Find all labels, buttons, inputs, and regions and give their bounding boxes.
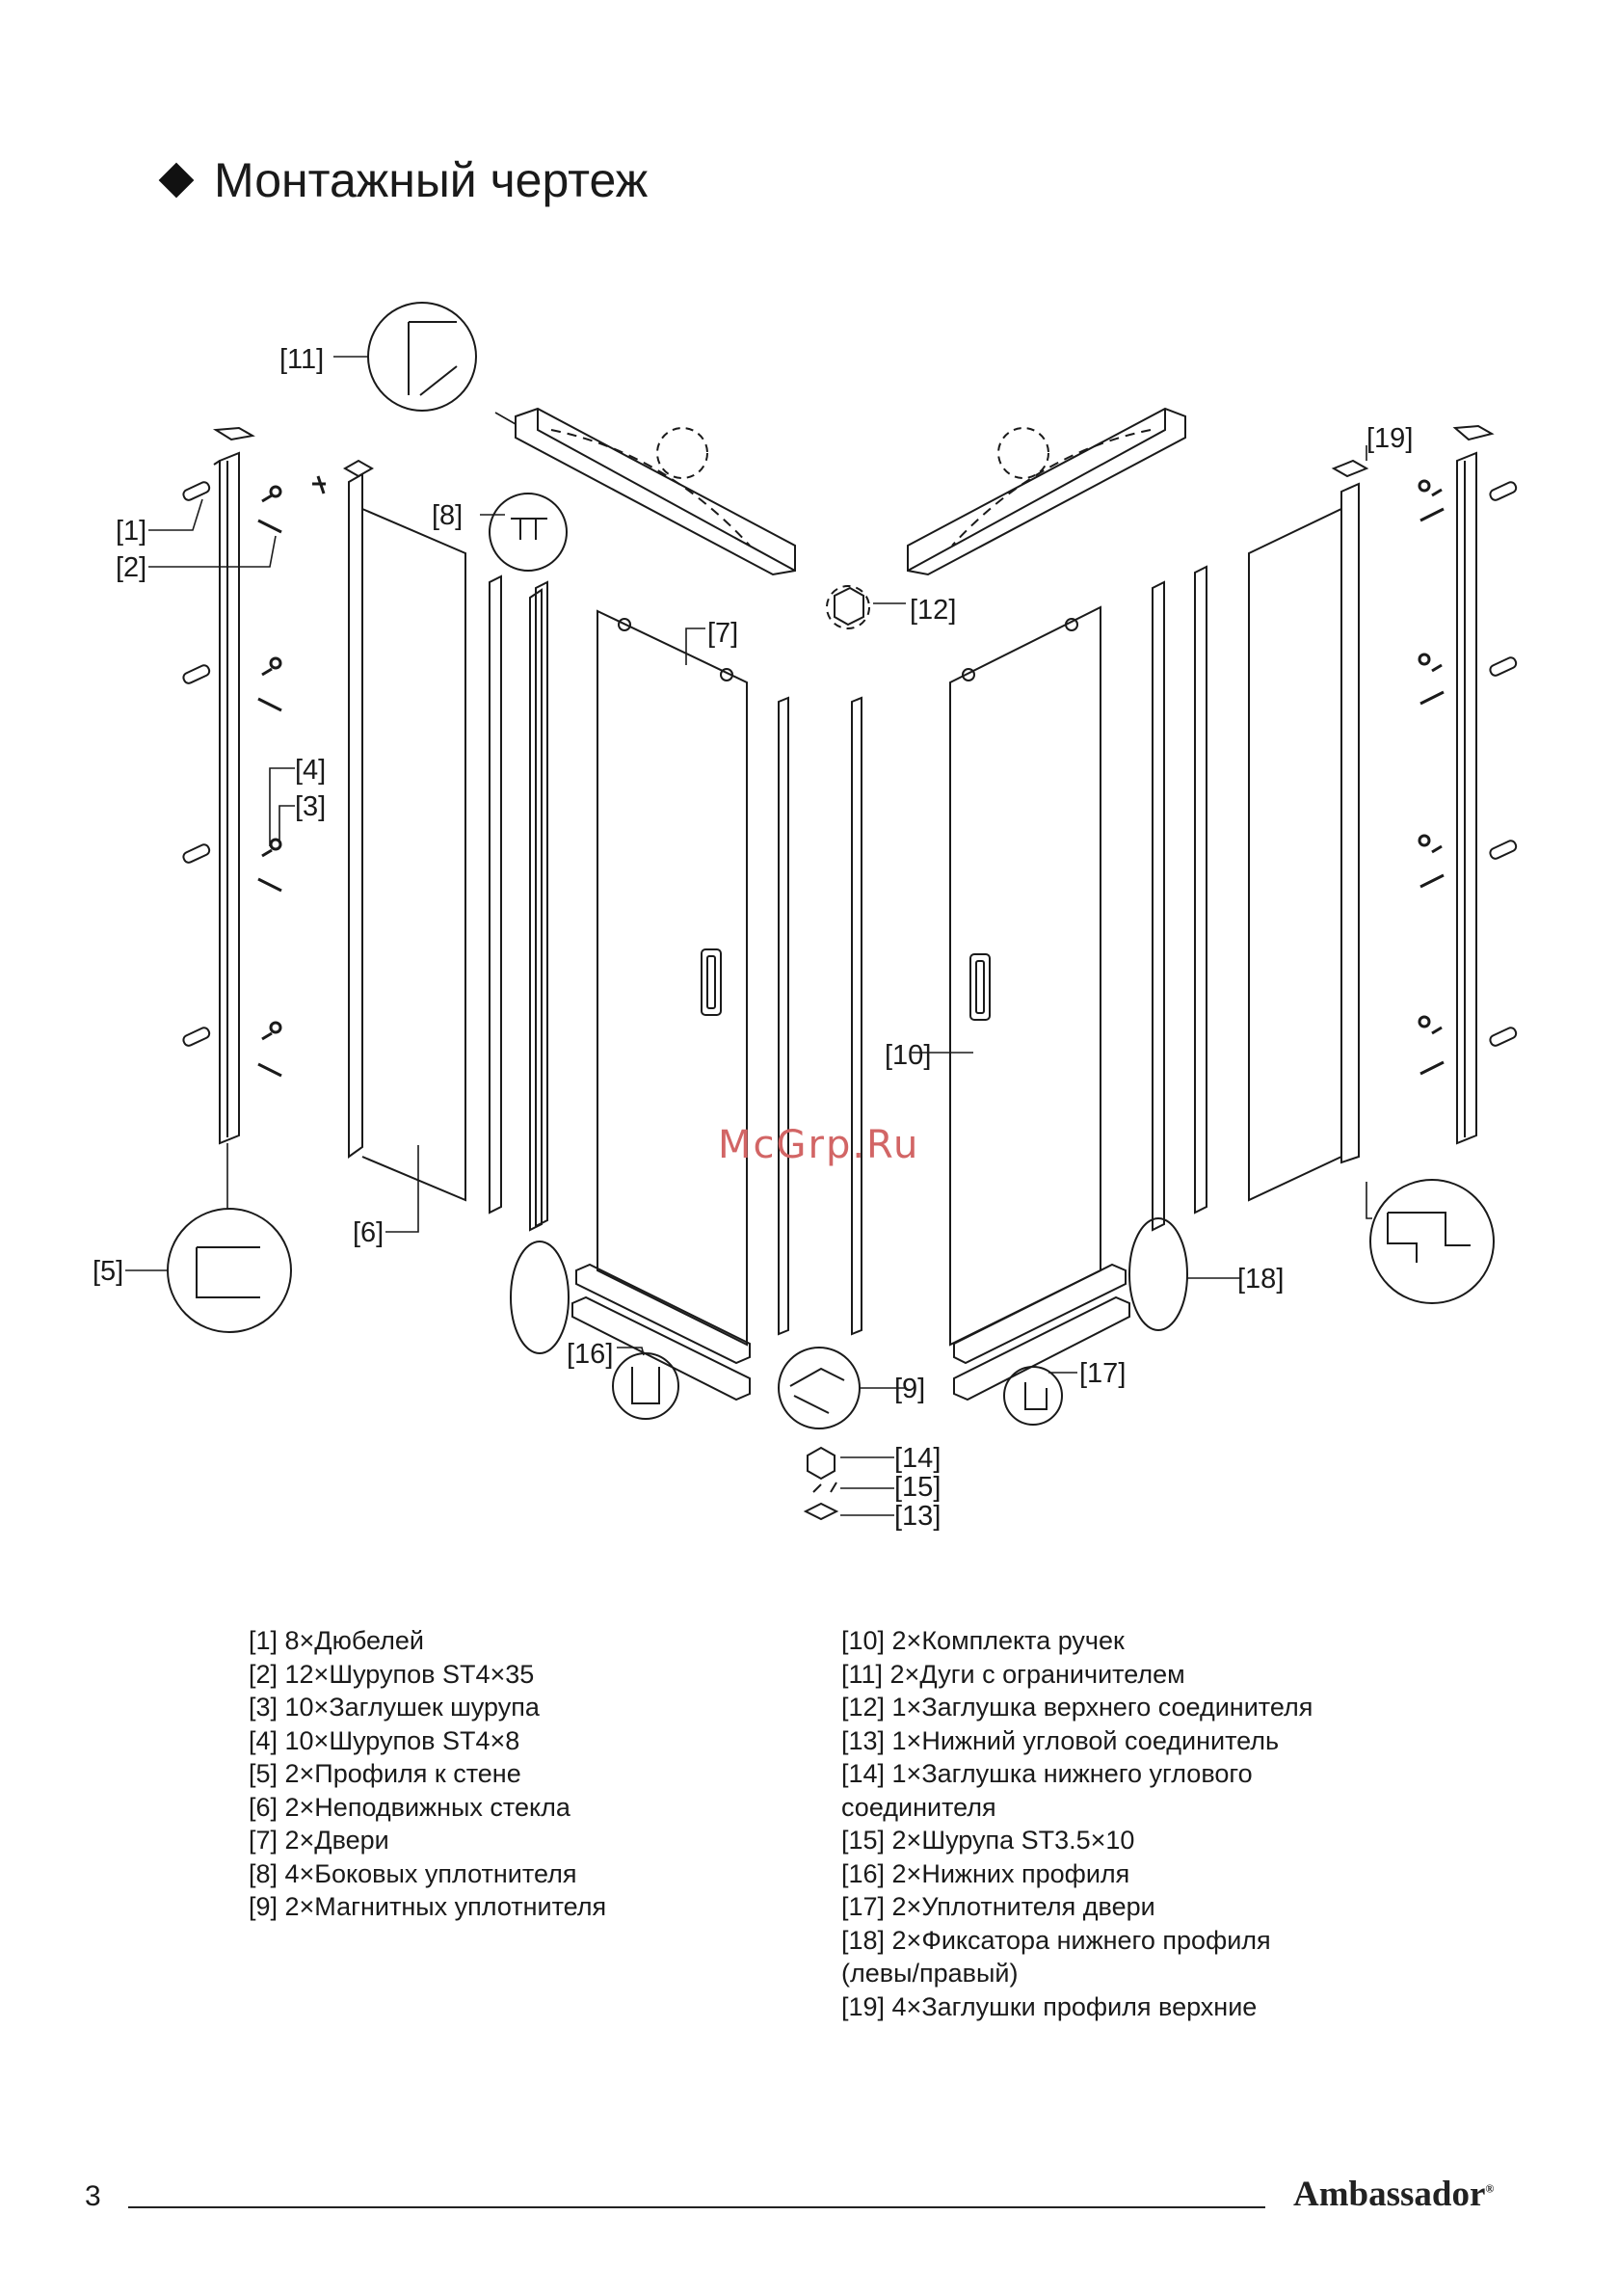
callout-15: [15] bbox=[894, 1472, 941, 1503]
right-wall-profile bbox=[1452, 424, 1495, 1145]
arc-stop-detail-right bbox=[997, 427, 1049, 479]
callout-2: [2] bbox=[116, 552, 146, 583]
assembly-diagram: [11] [1] [2] [4] [3] [8] [7] [12] [10] [… bbox=[93, 302, 1518, 1532]
legend-item: [2] 12×Шурупов ST4×35 bbox=[249, 1659, 535, 1689]
right-door bbox=[949, 605, 1101, 1347]
callout-7: [7] bbox=[707, 618, 738, 649]
wall-profile-section-detail bbox=[167, 1208, 292, 1333]
brand-logo: Ambassador® bbox=[1293, 2174, 1494, 2215]
legend-item: [14] 1×Заглушка нижнего углового bbox=[841, 1759, 1253, 1788]
left-screws bbox=[257, 475, 326, 1078]
legend-item: [16] 2×Нижних профиля bbox=[841, 1858, 1130, 1888]
brand-registered-mark: ® bbox=[1485, 2181, 1495, 2196]
legend-item: [4] 10×Шурупов ST4×8 bbox=[249, 1725, 520, 1755]
callout-14: [14] bbox=[894, 1443, 941, 1474]
legend-item: [5] 2×Профиля к стене bbox=[249, 1759, 521, 1788]
top-arc-right bbox=[907, 407, 1186, 576]
legend-item: [1] 8×Дюбелей bbox=[249, 1626, 424, 1655]
door-seal-section-detail bbox=[1003, 1366, 1063, 1426]
right-side-seals bbox=[1152, 565, 1207, 1232]
bottom-profile-right bbox=[953, 1263, 1130, 1402]
left-wall-cap bbox=[212, 426, 255, 441]
bottom-fixator-right-detail bbox=[1128, 1217, 1188, 1331]
callout-16: [16] bbox=[567, 1339, 613, 1370]
callout-1: [1] bbox=[116, 516, 146, 547]
callout-3: [3] bbox=[295, 791, 326, 822]
top-connector-detail bbox=[826, 585, 870, 629]
page-title: Монтажный чертеж bbox=[158, 152, 649, 208]
footer-rule bbox=[128, 2206, 1265, 2208]
legend-item: [3] 10×Заглушек шурупа bbox=[249, 1693, 540, 1722]
parts-legend-right: [10] 2×Комплекта ручек [11] 2×Дуги с огр… bbox=[841, 1624, 1313, 2023]
right-profile-section-detail bbox=[1369, 1179, 1495, 1304]
bottom-profile-left bbox=[571, 1263, 751, 1402]
magnetic-seals bbox=[778, 696, 862, 1336]
legend-item: [12] 1×Заглушка верхнего соединителя bbox=[841, 1693, 1313, 1722]
right-fixed-glass bbox=[1248, 482, 1360, 1202]
callout-12: [12] bbox=[910, 595, 956, 626]
legend-item: [11] 2×Дуги с ограничителем bbox=[841, 1659, 1185, 1689]
legend-item: [8] 4×Боковых уплотнителя bbox=[249, 1858, 577, 1888]
legend-item: [7] 2×Двери bbox=[249, 1826, 389, 1855]
legend-item: [13] 1×Нижний угловой соединитель bbox=[841, 1725, 1280, 1755]
callout-13: [13] bbox=[894, 1501, 941, 1532]
left-side-seals bbox=[489, 574, 548, 1232]
legend-item: [19] 4×Заглушки профиля верхние bbox=[841, 1991, 1258, 2021]
left-wall-profile bbox=[213, 451, 240, 1145]
bottom-profile-section-detail bbox=[612, 1352, 679, 1420]
callout-4: [4] bbox=[295, 755, 326, 786]
top-connector-cap bbox=[834, 586, 864, 627]
bottom-corner-parts bbox=[803, 1446, 839, 1521]
legend-item: [6] 2×Неподвижных стекла bbox=[249, 1792, 570, 1822]
left-door bbox=[597, 609, 748, 1347]
callout-18: [18] bbox=[1237, 1264, 1284, 1295]
right-screws bbox=[1418, 479, 1445, 1076]
legend-item: [10] 2×Комплекта ручек bbox=[841, 1626, 1125, 1655]
leader-lines bbox=[125, 356, 1372, 1516]
page-number: 3 bbox=[85, 2180, 101, 2212]
callout-17: [17] bbox=[1079, 1358, 1126, 1389]
parts-legend-left: [1] 8×Дюбелей [2] 12×Шурупов ST4×35 [3] … bbox=[249, 1624, 606, 1924]
page-title-text: Монтажный чертеж bbox=[214, 153, 649, 207]
left-dowels bbox=[182, 481, 211, 1047]
magnetic-seal-section-detail bbox=[778, 1347, 861, 1429]
side-seal-section-detail bbox=[489, 493, 568, 572]
callout-5: [5] bbox=[93, 1256, 123, 1287]
legend-item: [18] 2×Фиксатора нижнего профиля bbox=[841, 1925, 1271, 1955]
legend-item: соединителя bbox=[841, 1792, 996, 1822]
right-top-cap bbox=[1331, 459, 1369, 478]
bottom-fixator-left-detail bbox=[510, 1241, 570, 1354]
legend-item: (левы/правый) bbox=[841, 1959, 1019, 1988]
callout-9: [9] bbox=[894, 1374, 925, 1404]
callout-19: [19] bbox=[1366, 423, 1413, 454]
brand-name: Ambassador bbox=[1293, 2175, 1486, 2214]
callout-6: [6] bbox=[353, 1217, 384, 1248]
arc-stop-detail-left bbox=[656, 427, 708, 479]
left-fixed-glass bbox=[342, 459, 466, 1202]
callout-11: [11] bbox=[279, 344, 324, 375]
legend-item: [15] 2×Шурупа ST3.5×10 bbox=[841, 1826, 1135, 1855]
callout-8: [8] bbox=[432, 500, 463, 531]
legend-item: [17] 2×Уплотнителя двери bbox=[841, 1892, 1155, 1921]
callout-10: [10] bbox=[885, 1040, 931, 1071]
watermark: McGrp.Ru bbox=[718, 1123, 920, 1167]
top-arc-left bbox=[515, 407, 796, 576]
legend-item: [9] 2×Магнитных уплотнителя bbox=[249, 1892, 607, 1921]
right-dowels bbox=[1489, 481, 1518, 1047]
